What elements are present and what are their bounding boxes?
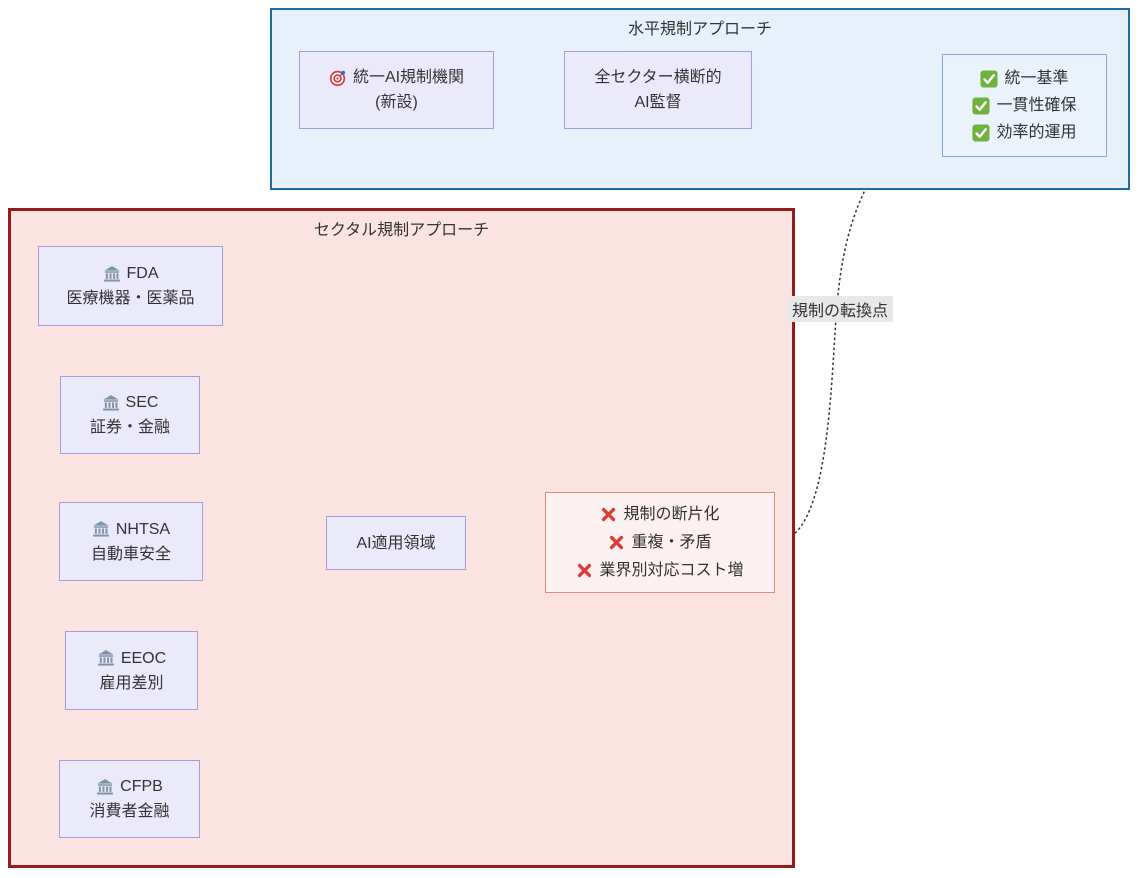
horizontal-approach-title: 水平規制アプローチ <box>627 21 772 38</box>
check-icon <box>972 96 991 115</box>
agency-name: SEC <box>125 394 159 411</box>
horizontal-approach-cluster: 水平規制アプローチ 統一AI規制機関 (新設) <box>270 8 1130 190</box>
agency-domain: 医療機器・医薬品 <box>66 290 195 307</box>
node-text: AI適用領域 <box>356 534 436 552</box>
problem-text: 重複・矛盾 <box>631 533 712 551</box>
node-benefits: 統一基準 一貫性確保 効率的運用 <box>942 54 1107 157</box>
node-line: SEC <box>102 390 159 415</box>
node-text: 全セクター横断的 <box>594 69 722 86</box>
edge-label-transition-point: 規制の転換点 <box>786 296 894 322</box>
cross-icon <box>576 562 593 579</box>
node-agency-nhtsa: NHTSA 自動車安全 <box>59 502 203 581</box>
building-icon <box>103 265 121 283</box>
problem-text: 規制の断片化 <box>623 505 720 523</box>
node-ai-domain: AI適用領域 <box>326 516 466 570</box>
problem-line: 規制の断片化 <box>600 501 720 529</box>
node-line: NHTSA <box>92 517 170 542</box>
sectoral-approach-cluster: セクタル規制アプローチ FDA 医療機器・医薬品 SEC 証券・金融 <box>8 208 795 868</box>
node-agency-cfpb: CFPB 消費者金融 <box>59 760 200 838</box>
sectoral-approach-title: セクタル規制アプローチ <box>313 222 490 239</box>
building-icon <box>102 394 120 412</box>
agency-domain: 消費者金融 <box>89 803 170 820</box>
building-icon <box>97 649 115 667</box>
agency-domain: 自動車安全 <box>90 545 171 563</box>
cross-icon <box>600 506 617 523</box>
agency-name: CFPB <box>120 778 163 795</box>
node-oversight: 全セクター横断的 AI監督 <box>564 51 752 129</box>
agency-domain: 雇用差別 <box>99 674 164 692</box>
check-icon <box>972 123 991 142</box>
benefit-line: 一貫性確保 <box>972 92 1077 119</box>
benefit-text: 一貫性確保 <box>996 97 1077 114</box>
agency-domain: 証券・金融 <box>89 419 170 436</box>
node-text: (新設) <box>375 94 418 111</box>
node-agency-sec: SEC 証券・金融 <box>60 376 200 454</box>
benefit-text: 統一基準 <box>1004 70 1069 87</box>
problem-text: 業界別対応コスト増 <box>599 561 744 579</box>
agency-name: FDA <box>126 265 159 282</box>
building-icon <box>92 520 110 538</box>
node-agency-fda: FDA 医療機器・医薬品 <box>38 246 223 326</box>
node-text: 統一AI規制機関 <box>352 69 465 86</box>
check-icon <box>980 69 999 88</box>
node-line: EEOC <box>97 646 166 671</box>
agency-name: EEOC <box>120 649 167 667</box>
problem-line: 業界別対応コスト増 <box>576 557 744 585</box>
node-problems: 規制の断片化 重複・矛盾 業界別対応コスト増 <box>545 492 775 593</box>
problem-line: 重複・矛盾 <box>608 529 712 557</box>
node-line: FDA <box>103 261 159 286</box>
agency-name: NHTSA <box>115 520 171 538</box>
benefit-line: 統一基準 <box>980 65 1069 92</box>
node-unified-agency: 統一AI規制機関 (新設) <box>299 51 494 129</box>
benefit-line: 効率的運用 <box>972 119 1077 146</box>
benefit-text: 効率的運用 <box>996 124 1077 141</box>
node-line: CFPB <box>96 774 163 799</box>
target-icon <box>329 69 347 87</box>
node-text: AI監督 <box>634 94 682 111</box>
node-line: 統一AI規制機関 <box>329 65 464 90</box>
building-icon <box>96 778 114 796</box>
cross-icon <box>608 534 625 551</box>
node-agency-eeoc: EEOC 雇用差別 <box>65 631 198 710</box>
